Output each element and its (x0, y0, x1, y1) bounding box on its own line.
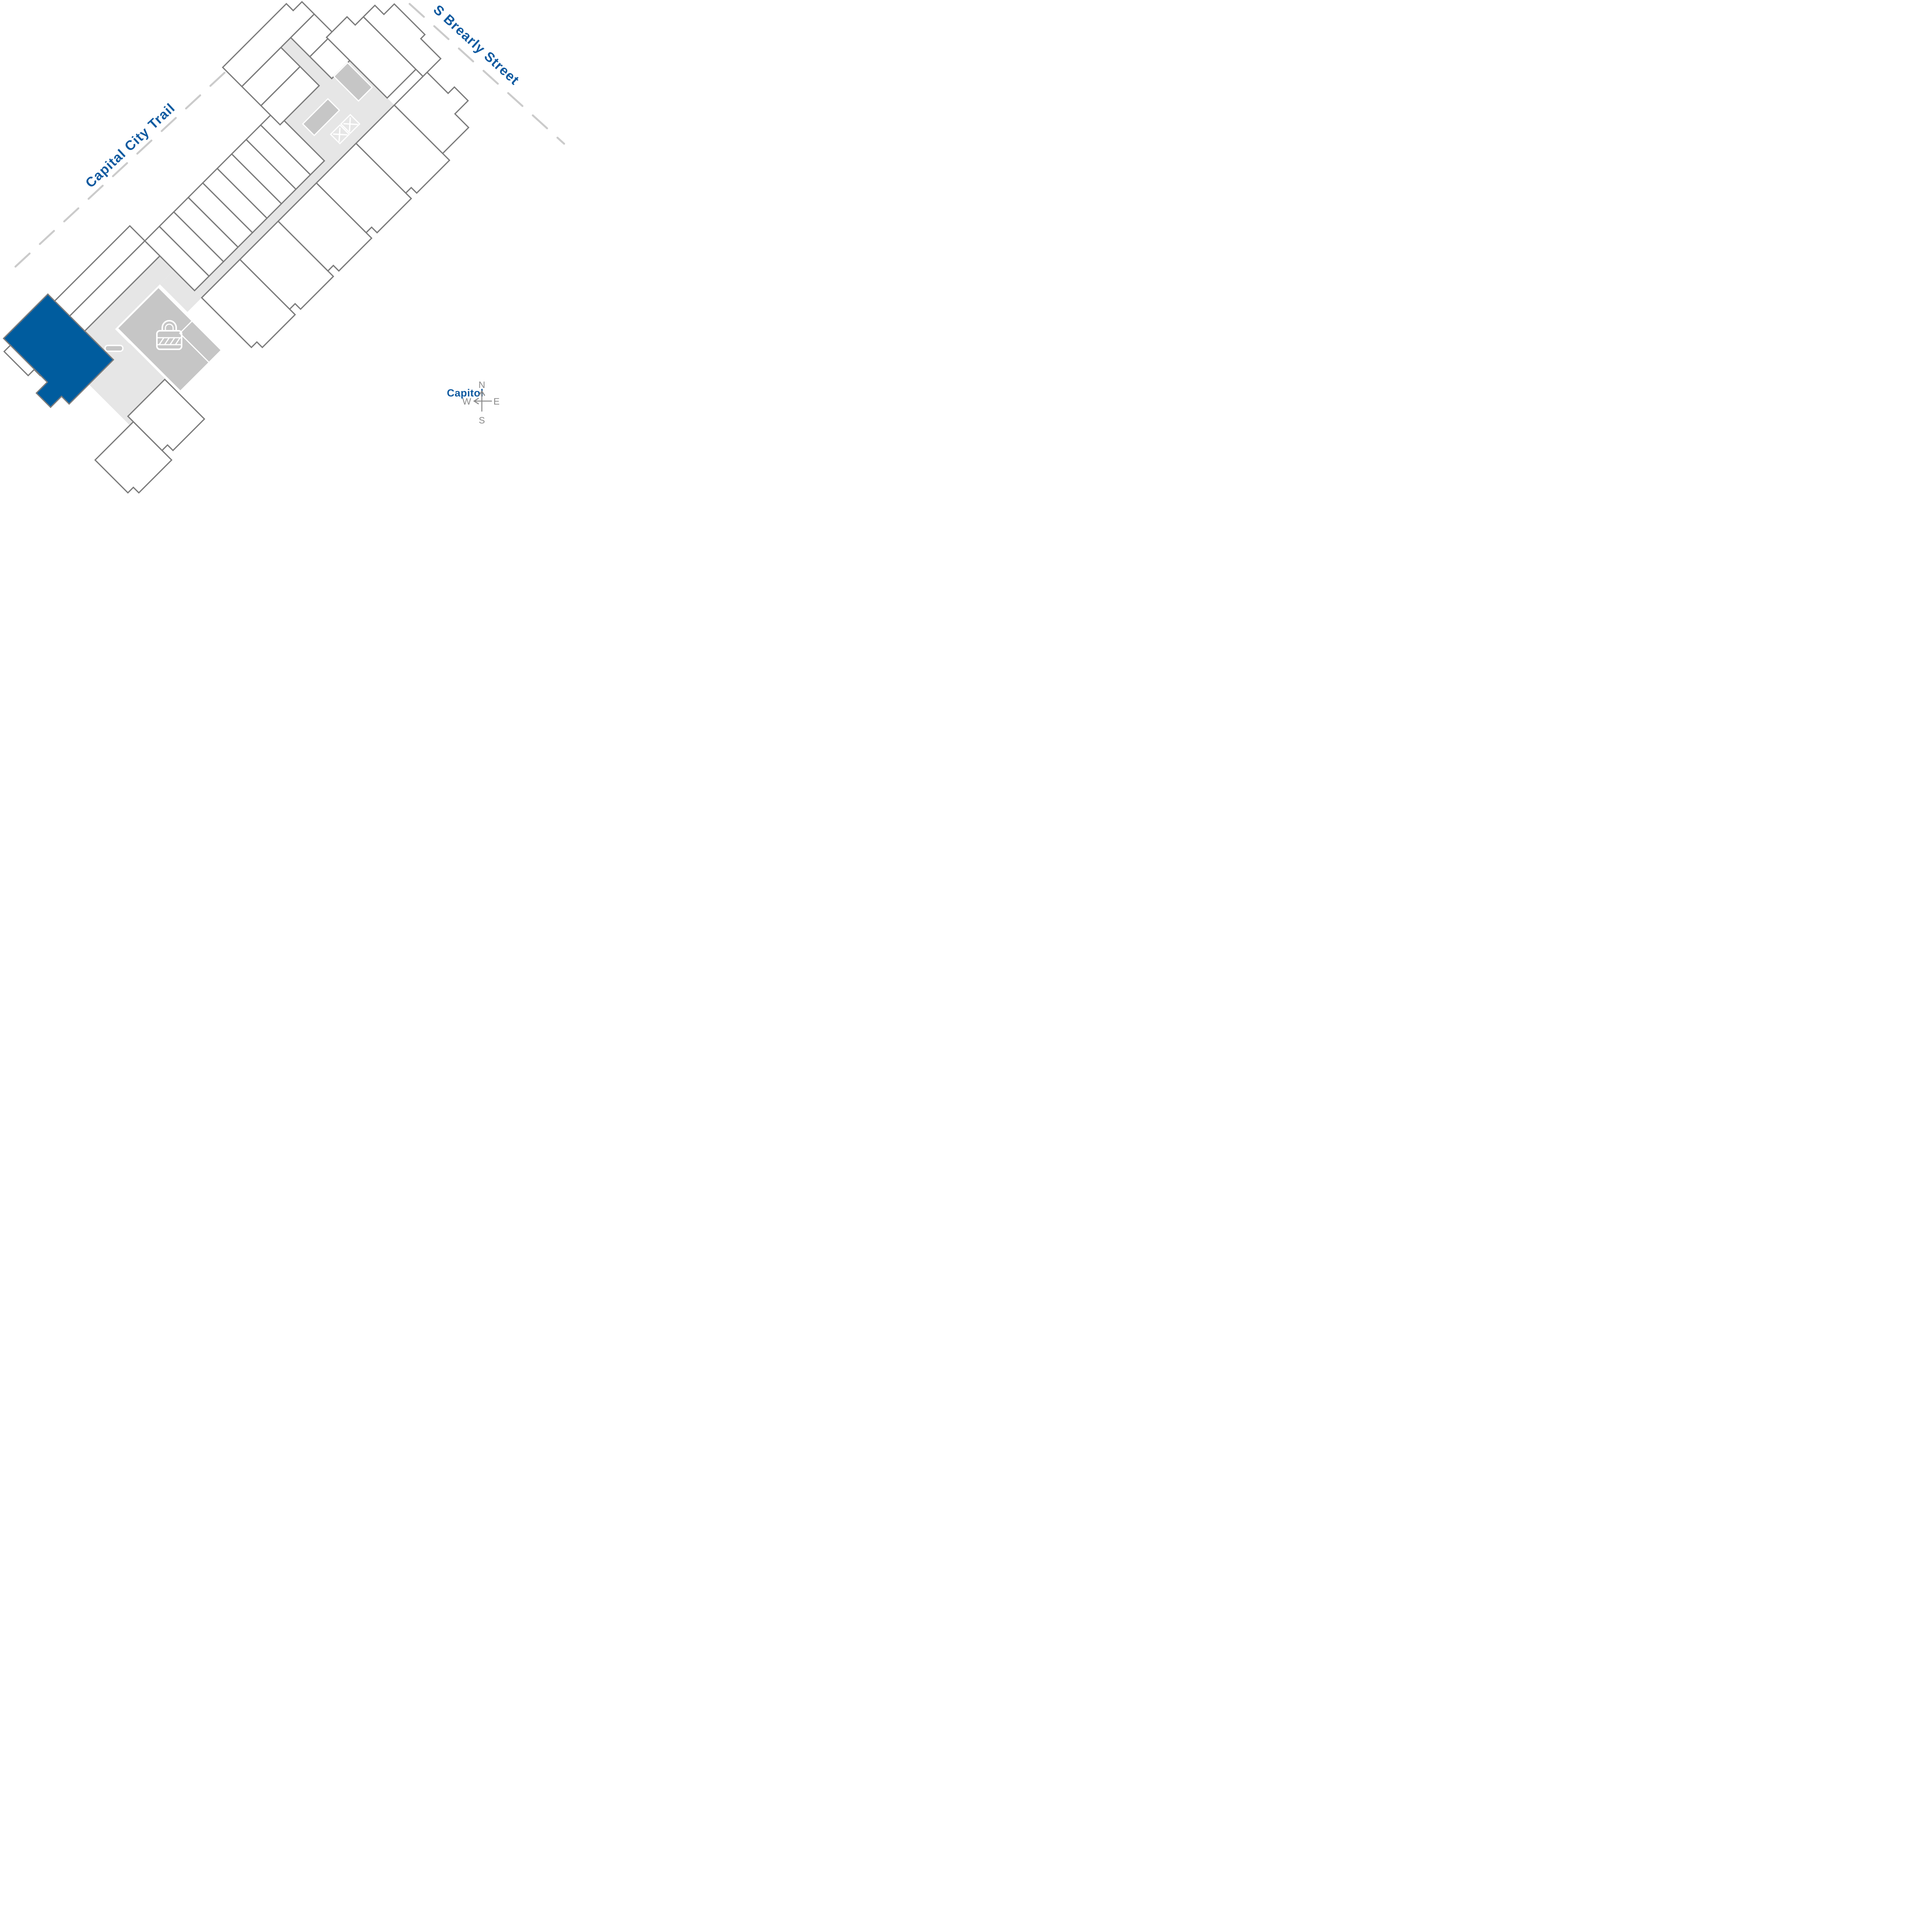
compass-rose-icon: N S E W (463, 380, 500, 426)
compass-west-label: W (463, 396, 471, 407)
stairwell-box (330, 124, 350, 145)
door-icon (104, 345, 124, 352)
lobby-area (88, 343, 165, 420)
utility-room (333, 62, 373, 102)
compass-north-label: N (478, 380, 485, 390)
building-plan (0, 0, 481, 494)
lock-room-closet (179, 320, 222, 364)
corridor-segment (160, 270, 202, 312)
trail-dashed-line (14, 29, 272, 268)
compass-south-label: S (479, 415, 485, 426)
unit[interactable] (393, 66, 481, 155)
compass-north-arrowhead (478, 390, 485, 396)
unit[interactable] (222, 0, 315, 88)
units (0, 0, 481, 494)
s-brearly-street-label: S Brearly Street (430, 2, 522, 88)
unit[interactable] (362, 0, 445, 77)
site-plan-page: Capital City Trail S Brearly Street (0, 0, 587, 502)
compass-west-arrowhead (473, 398, 479, 405)
unit[interactable] (260, 110, 325, 176)
padlock-icon (156, 320, 182, 350)
compass-east-label: E (493, 396, 500, 407)
utility-room (302, 98, 340, 136)
stair-x-icon (343, 117, 358, 131)
site-plan-svg: Capital City Trail S Brearly Street (0, 0, 565, 494)
stair-x-icon (333, 128, 348, 142)
capitol-label: Capitol (447, 387, 484, 399)
corridor-segment (91, 256, 174, 338)
selected-unit[interactable] (0, 293, 114, 415)
street-dashed-line (408, 3, 565, 145)
wing-corridor (281, 37, 369, 126)
lock-room (117, 286, 222, 392)
unit[interactable] (127, 378, 206, 456)
capital-city-trail-label: Capital City Trail (83, 100, 178, 191)
stairwell-box (340, 114, 361, 134)
